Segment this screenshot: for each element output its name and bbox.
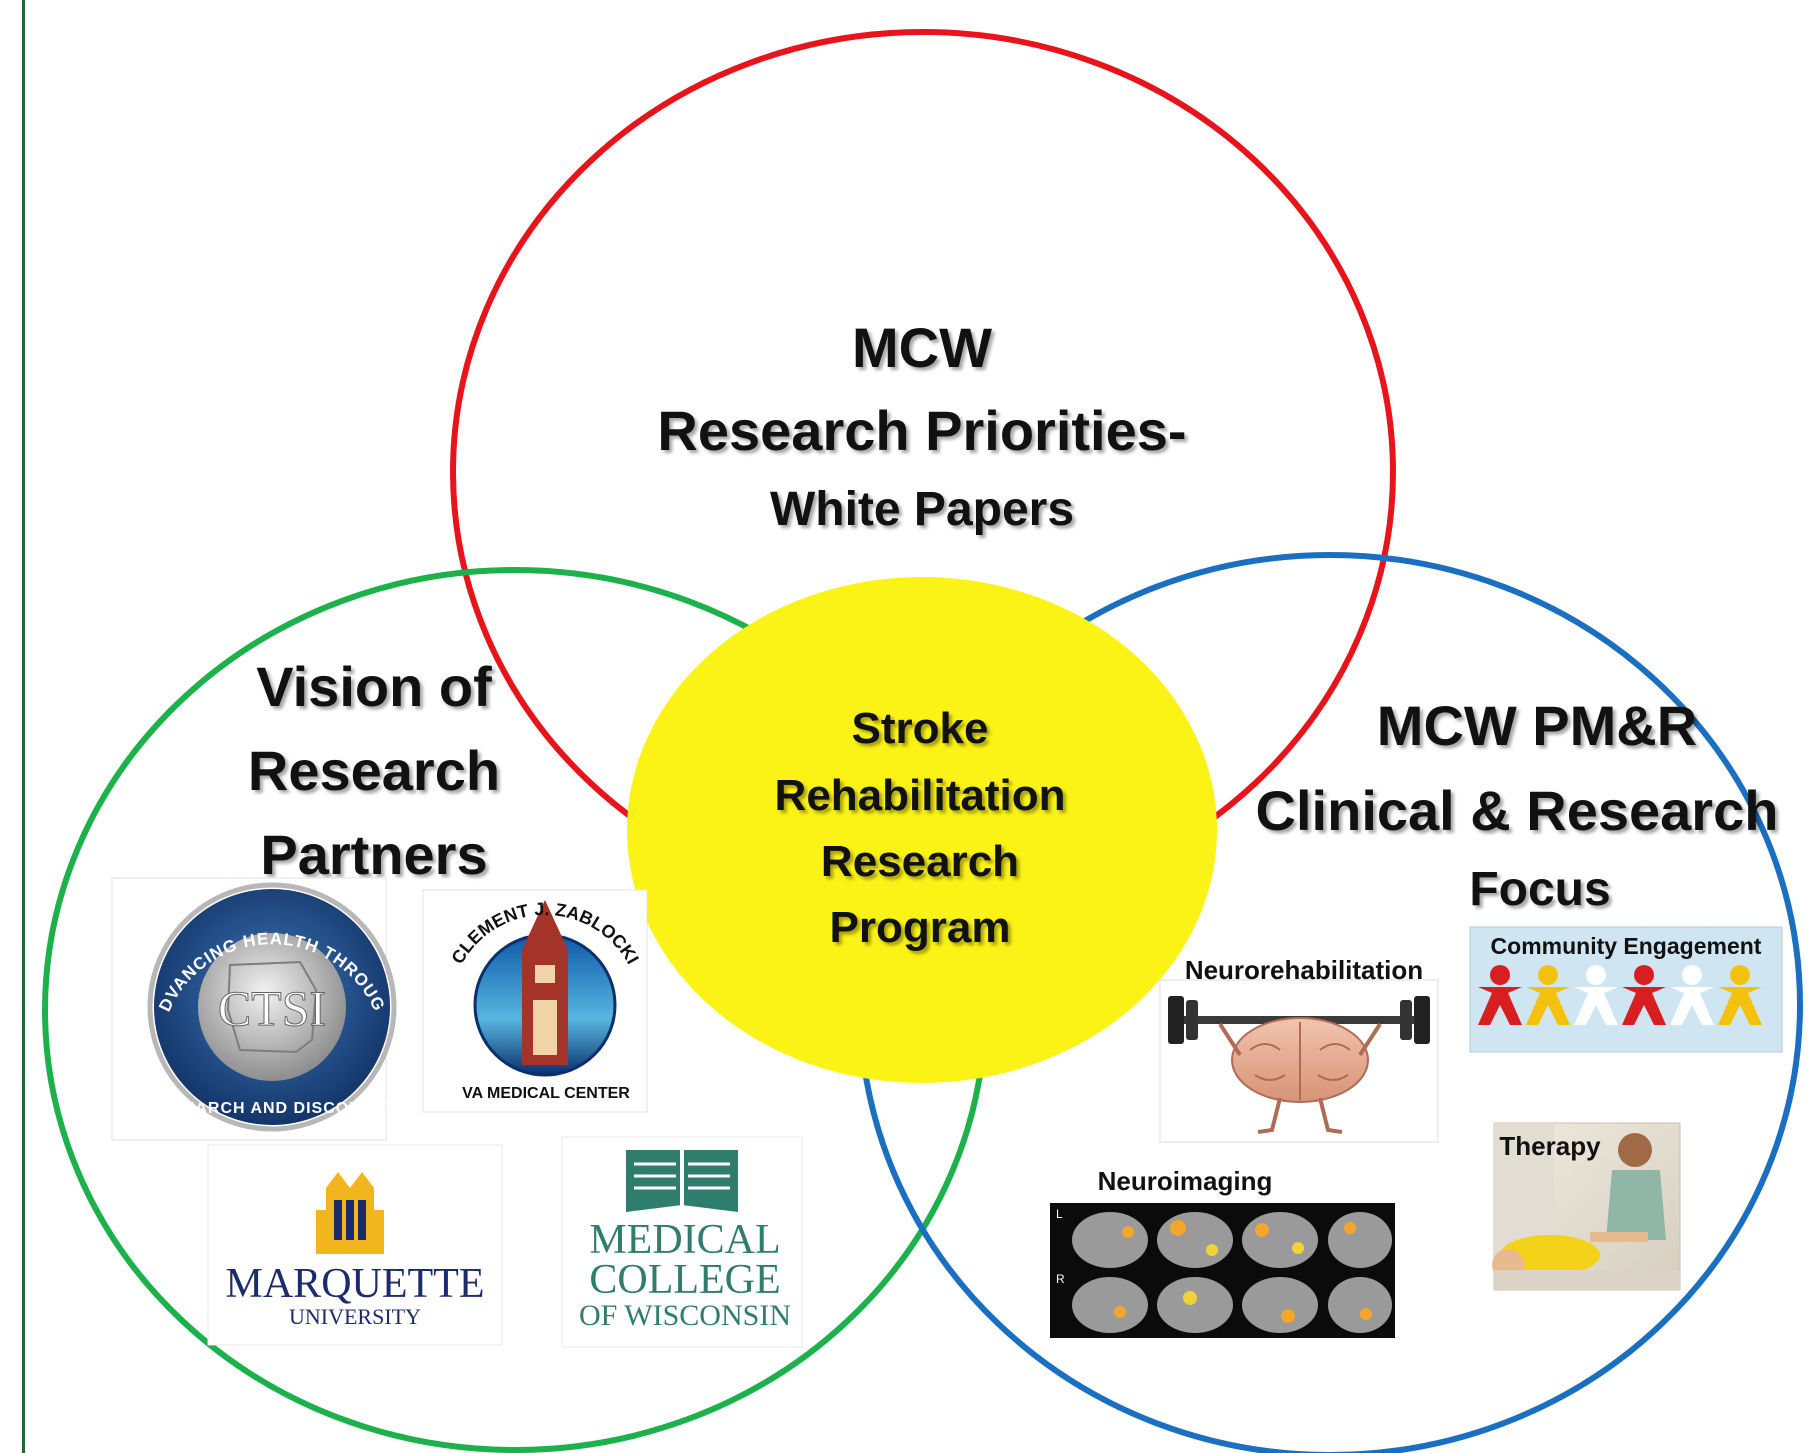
neuroimaging-image: L R xyxy=(1050,1203,1395,1338)
paper-people-icon xyxy=(1478,965,1762,1025)
right-title-1: MCW PM&R xyxy=(1377,694,1697,757)
left-title-2: Research xyxy=(248,739,500,802)
left-title-1: Vision of xyxy=(256,655,492,718)
neurorehab-image xyxy=(1159,979,1439,1143)
scan-right-label: R xyxy=(1056,1272,1065,1286)
scan-left-label: L xyxy=(1056,1207,1063,1221)
right-title-2: Clinical & Research xyxy=(1256,779,1779,842)
right-title-3: Focus xyxy=(1469,863,1610,916)
community-engagement-image xyxy=(1469,926,1783,1053)
zablocki-ring-bottom: VA MEDICAL CENTER xyxy=(462,1085,630,1102)
mcw-logo: MEDICAL COLLEGE OF WISCONSIN xyxy=(561,1136,803,1348)
zablocki-va-logo: CLEMENT J. ZABLOCKI VA MEDICAL CENTER xyxy=(422,889,648,1113)
neuroimaging-label: Neuroimaging xyxy=(1098,1166,1273,1196)
community-label: Community Engagement xyxy=(1491,933,1762,959)
therapy-image xyxy=(1492,1122,1681,1291)
center-circle xyxy=(627,577,1217,1083)
ctsi-center-text: CTSI xyxy=(218,980,326,1036)
marquette-name: MARQUETTE xyxy=(226,1261,485,1307)
center-line-3: Research xyxy=(821,837,1019,886)
top-subtitle-2: White Papers xyxy=(770,483,1074,536)
top-subtitle: Research Priorities- xyxy=(657,399,1186,462)
top-title: MCW xyxy=(852,316,992,379)
left-border-line xyxy=(22,0,25,1453)
mcw-line1: MEDICAL xyxy=(589,1217,780,1263)
marquette-logo: MARQUETTE UNIVERSITY xyxy=(207,1144,503,1346)
center-line-2: Rehabilitation xyxy=(775,771,1066,820)
brain-scan-slices xyxy=(1072,1212,1392,1333)
center-line-1: Stroke xyxy=(852,704,989,753)
ctsi-logo: ADVANCING HEALTH THROUGH CTSI xyxy=(0,0,397,1141)
left-title-3: Partners xyxy=(260,823,487,886)
neurorehab-label: Neurorehabilitation xyxy=(1185,955,1423,985)
mcw-line3: OF WISCONSIN xyxy=(579,1299,791,1332)
ctsi-ring-bottom: RESEARCH AND DISCOVERY xyxy=(148,1100,396,1117)
marquette-sub: UNIVERSITY xyxy=(289,1304,421,1329)
therapy-label: Therapy xyxy=(1499,1131,1601,1161)
center-line-4: Program xyxy=(830,903,1011,952)
mcw-line2: COLLEGE xyxy=(589,1257,780,1303)
